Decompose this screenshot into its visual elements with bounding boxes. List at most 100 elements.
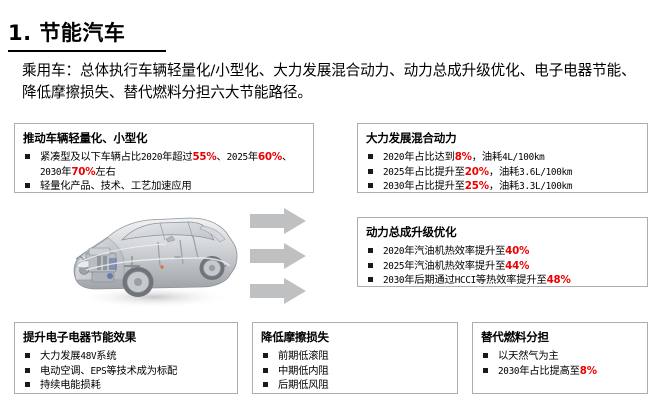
item-code: 48V	[80, 351, 97, 362]
item-text: 年超过	[162, 151, 193, 163]
bullet-square-icon	[483, 353, 488, 358]
item-text: 、	[281, 151, 293, 163]
item-value: 4L/100km	[502, 152, 545, 163]
item-text: 、	[216, 151, 227, 163]
list-item: 紧凑型及以下车辆占比2020年超过55%、2025年60%、2030年70%左右	[23, 150, 305, 179]
item-text: 电动空调、	[40, 364, 91, 377]
item-year: 2030	[498, 365, 520, 377]
arrow-right-icon-1	[250, 208, 306, 234]
bullet-square-icon	[25, 367, 30, 373]
item-text: ，油耗	[471, 151, 503, 163]
item-year: 2030	[383, 275, 405, 287]
item-year: 2030	[383, 181, 405, 193]
item-highlight: 20%	[464, 165, 489, 178]
box-electric-title: 提升电子电器节能效果	[23, 330, 136, 344]
item-text: 系统	[96, 350, 117, 362]
title-underline	[8, 50, 166, 52]
item-text: 年汽油机热效率提升至	[404, 259, 506, 272]
item-text: 年占比提升至	[404, 180, 465, 193]
box-friction-title: 降低摩擦损失	[261, 330, 329, 344]
list-item: 2030年占比提升至25%，油耗3.3L/100km	[366, 179, 639, 194]
bullet-square-icon	[263, 353, 268, 358]
item-highlight: 60%	[257, 151, 282, 163]
box-lightweight: 推动车辆轻量化、小型化 紧凑型及以下车辆占比2020年超过55%、2025年60…	[14, 123, 314, 193]
bullet-square-icon	[368, 183, 373, 189]
item-year: 2030	[40, 166, 62, 178]
item-text: 年	[61, 165, 72, 178]
item-highlight: 44%	[505, 259, 530, 272]
bullet-square-icon	[368, 277, 373, 283]
item-text: 前期低滚阻	[278, 350, 329, 362]
item-text: 年占比达到	[404, 151, 455, 163]
item-year: 2025	[383, 166, 405, 178]
item-text: 后期低风阻	[278, 379, 329, 392]
page-title: 1. 节能汽车	[8, 21, 126, 45]
box-friction-list: 前期低滚阻 中期低内阻 后期低风阻	[261, 349, 449, 393]
item-text: 以天然气为主	[498, 350, 559, 362]
list-item: 以天然气为主	[481, 349, 639, 364]
list-item: 前期低滚阻	[261, 349, 449, 364]
bullet-square-icon	[483, 367, 488, 373]
item-text: 等热效率提升至	[475, 274, 547, 287]
list-item: 2030年后期通过HCCI等热效率提升至48%	[366, 273, 639, 288]
item-text: 紧凑型及以下车辆占比	[40, 151, 141, 163]
bullet-square-icon	[368, 262, 373, 268]
car-cutaway-image	[62, 196, 244, 312]
intro-paragraph: 乘用车：总体执行车辆轻量化/小型化、大力发展混合动力、动力总成升级优化、电子电器…	[22, 62, 636, 101]
item-highlight: 40%	[505, 245, 530, 257]
item-code: HCCI	[454, 275, 477, 287]
item-year: 2025	[383, 260, 405, 272]
item-text: 年	[247, 151, 258, 163]
item-text: 年占比提升至	[404, 165, 465, 178]
bullet-square-icon	[263, 382, 268, 388]
item-highlight: 48%	[546, 274, 571, 287]
box-hybrid-title: 大力发展混合动力	[366, 131, 457, 145]
item-text: 年汽油机热效率提升至	[404, 245, 506, 257]
bullet-square-icon	[368, 154, 373, 159]
list-item: 持续电能损耗	[23, 378, 229, 393]
item-text: 轻量化产品、技术、工艺加速应用	[40, 180, 192, 193]
item-text: 年占比提高至	[519, 364, 580, 377]
box-altfuel-list: 以天然气为主 2030年占比提高至8%	[481, 349, 639, 378]
arrow-right-icon-2	[250, 243, 306, 269]
bullet-square-icon	[263, 367, 268, 373]
list-item: 2020年占比达到8%，油耗4L/100km	[366, 150, 639, 165]
item-highlight: 8%	[454, 151, 472, 163]
item-highlight: 70%	[71, 165, 96, 178]
box-altfuel: 替代燃料分担 以天然气为主 2030年占比提高至8%	[472, 322, 648, 394]
list-item: 电动空调、EPS等技术成为标配	[23, 364, 229, 379]
item-code: EPS	[90, 365, 107, 377]
box-powertrain: 动力总成升级优化 2020年汽油机热效率提升至40% 2025年汽油机热效率提升…	[357, 217, 648, 287]
list-item: 2025年占比提升至20%，油耗3.6L/100km	[366, 165, 639, 180]
list-item: 中期低内阻	[261, 364, 449, 379]
bullet-square-icon	[25, 382, 30, 388]
bullet-square-icon	[368, 248, 373, 253]
box-electric-list: 大力发展48V系统 电动空调、EPS等技术成为标配 持续电能损耗	[23, 349, 229, 393]
arrow-right-icon-3	[250, 278, 306, 304]
box-hybrid: 大力发展混合动力 2020年占比达到8%，油耗4L/100km 2025年占比提…	[357, 123, 648, 193]
item-text: 大力发展	[40, 350, 81, 362]
item-text: 年后期通过	[404, 274, 455, 287]
item-year: 2020	[140, 152, 163, 163]
box-friction: 降低摩擦损失 前期低滚阻 中期低内阻 后期低风阻	[252, 322, 458, 394]
box-electric: 提升电子电器节能效果 大力发展48V系统 电动空调、EPS等技术成为标配 持续电…	[14, 322, 238, 394]
item-text: 等技术成为标配	[106, 364, 178, 377]
item-highlight: 8%	[579, 364, 597, 377]
bullet-square-icon	[25, 183, 30, 189]
item-year: 2020	[383, 152, 405, 163]
box-lightweight-list: 紧凑型及以下车辆占比2020年超过55%、2025年60%、2030年70%左右…	[23, 150, 305, 194]
box-lightweight-title: 推动车辆轻量化、小型化	[23, 131, 148, 145]
list-item: 轻量化产品、技术、工艺加速应用	[23, 179, 305, 194]
bullet-square-icon	[25, 353, 30, 358]
page-title-number: 1.	[8, 21, 32, 45]
list-item: 大力发展48V系统	[23, 349, 229, 364]
item-value: 3.3L/100km	[519, 181, 573, 193]
item-year: 2020	[383, 246, 405, 257]
list-item: 2020年汽油机热效率提升至40%	[366, 244, 639, 259]
list-item: 2025年汽油机热效率提升至44%	[366, 259, 639, 274]
list-item: 2030年占比提高至8%	[481, 364, 639, 379]
box-hybrid-list: 2020年占比达到8%，油耗4L/100km 2025年占比提升至20%，油耗3…	[366, 150, 639, 194]
item-text: ，油耗	[488, 165, 520, 178]
page-title-text: 节能汽车	[39, 21, 126, 45]
